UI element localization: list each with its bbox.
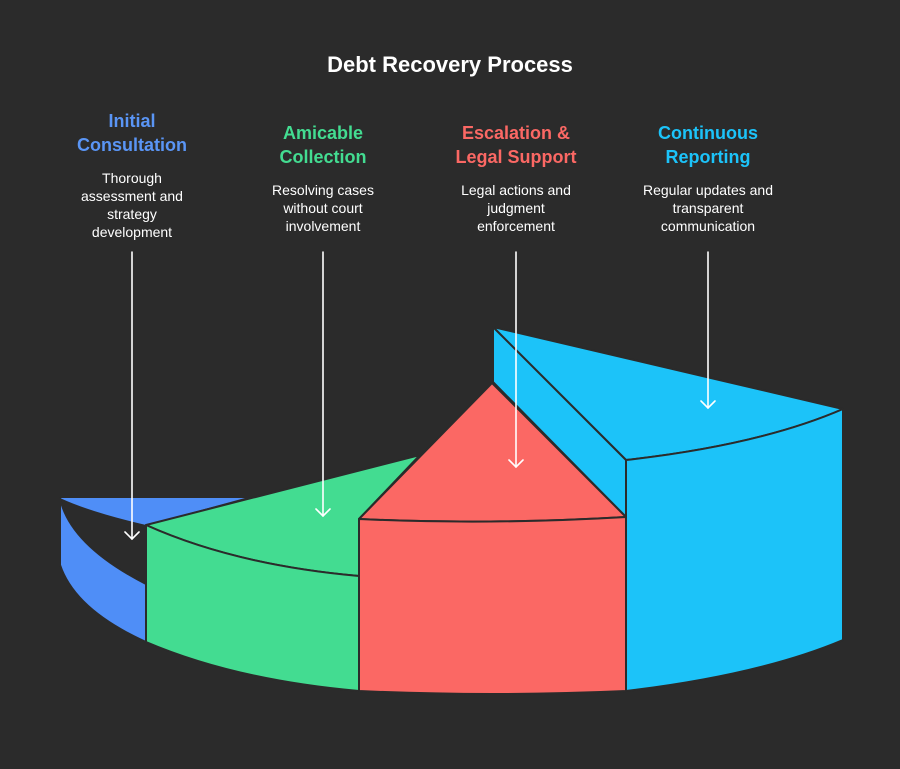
heading-line: Amicable (282, 123, 364, 143)
desc-line: Resolving cases (272, 182, 374, 198)
step-escalation-legal-support: Escalation & Legal Support Legal actions… (416, 121, 616, 235)
heading-line: Collection (279, 147, 367, 167)
desc-line: communication (660, 218, 756, 234)
step-heading: Escalation & Legal Support (416, 121, 616, 169)
desc-line: transparent (672, 200, 744, 216)
heading-line: Consultation (77, 135, 187, 155)
step-description: Regular updates and transparent communic… (603, 181, 813, 235)
desc-line: without court (283, 200, 363, 216)
heading-line: Legal Support (455, 147, 577, 167)
diagram-title: Debt Recovery Process (327, 52, 573, 77)
desc-line: development (91, 224, 173, 240)
segment-continuous-reporting-side (625, 408, 844, 692)
desc-line: judgment (487, 200, 545, 216)
desc-line: Legal actions and (461, 182, 571, 198)
heading-line: Continuous (658, 123, 758, 143)
desc-line: involvement (285, 218, 361, 234)
desc-line: Thorough (102, 170, 162, 186)
step-description: Thorough assessment and strategy develop… (42, 169, 222, 241)
step-continuous-reporting: Continuous Reporting Regular updates and… (603, 121, 813, 235)
step-description: Legal actions and judgment enforcement (416, 181, 616, 235)
step-description: Resolving cases without court involvemen… (233, 181, 413, 235)
desc-line: Regular updates and (643, 182, 773, 198)
heading-line: Reporting (665, 147, 751, 167)
desc-line: enforcement (477, 218, 555, 234)
arrow-escalation-legal-support (508, 251, 524, 469)
heading-line: Initial (108, 111, 156, 131)
segment-escalation-legal-support-side (358, 516, 627, 695)
step-heading: Amicable Collection (233, 121, 413, 169)
segment-initial-consultation-top (60, 498, 245, 525)
step-amicable-collection: Amicable Collection Resolving cases with… (233, 121, 413, 235)
heading-line: Escalation & (461, 123, 571, 143)
desc-line: assessment and (81, 188, 183, 204)
segment-amicable-collection (145, 454, 421, 692)
segment-escalation-legal-support (358, 382, 627, 695)
step-initial-consultation: Initial Consultation Thorough assessment… (42, 109, 222, 241)
step-heading: Continuous Reporting (603, 121, 813, 169)
arrow-initial-consultation (124, 251, 140, 541)
step-heading: Initial Consultation (42, 109, 222, 157)
arrow-continuous-reporting (700, 251, 716, 410)
desc-line: strategy (107, 206, 157, 222)
arrow-amicable-collection (315, 251, 331, 518)
